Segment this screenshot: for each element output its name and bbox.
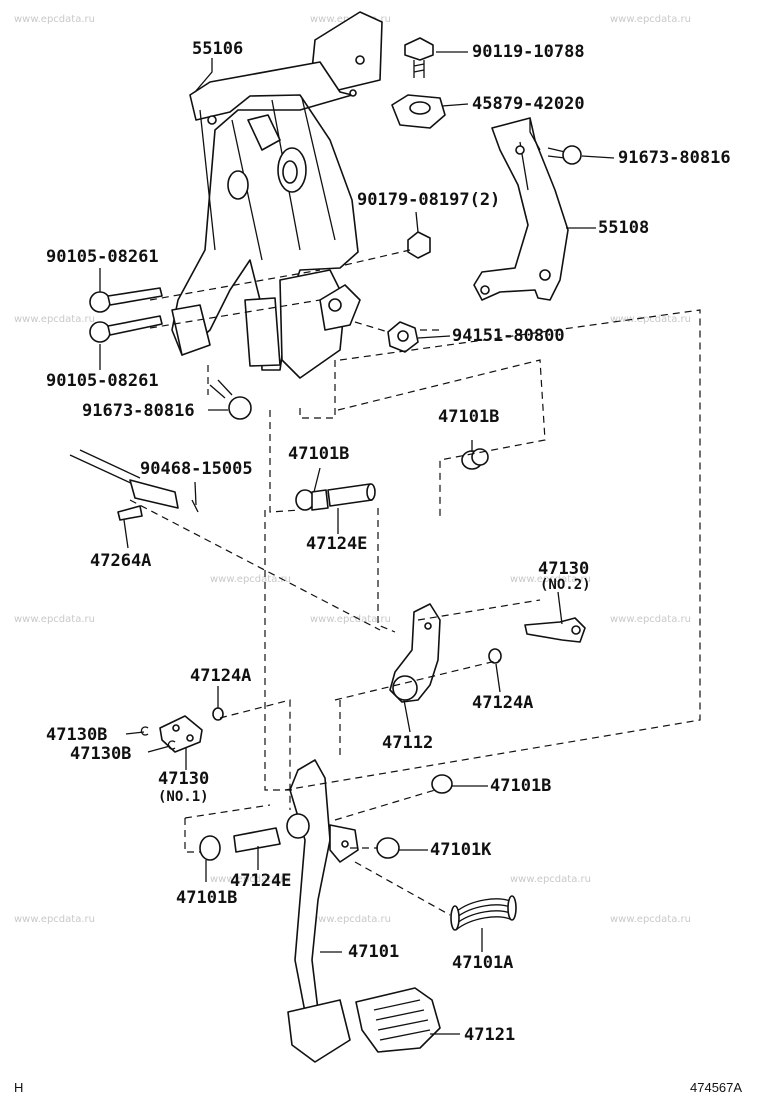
label-47130-no1[interactable]: 47130	[158, 769, 209, 789]
label-47130-no2-sub: (NO.2)	[540, 577, 591, 593]
label-45879-42020[interactable]: 45879-42020	[472, 94, 585, 114]
bracket-55106-drawing	[171, 11, 383, 379]
watermark: www.epcdata.ru	[610, 14, 691, 25]
watermark: www.epcdata.ru	[610, 614, 691, 625]
part-labels: 55106 90119-10788 45879-42020 91673-8081…	[46, 39, 731, 1045]
corner-code-left: H	[14, 1080, 23, 1095]
watermark: www.epcdata.ru	[310, 914, 391, 925]
watermark: www.epcdata.ru	[510, 874, 591, 885]
watermark: www.epcdata.ru	[14, 314, 95, 325]
label-90468-15005[interactable]: 90468-15005	[140, 459, 253, 479]
label-47112[interactable]: 47112	[382, 733, 433, 753]
label-47264A[interactable]: 47264A	[90, 551, 151, 571]
label-47124A-right[interactable]: 47124A	[472, 693, 533, 713]
watermark: www.epcdata.ru	[210, 874, 291, 885]
watermark: www.epcdata.ru	[310, 614, 391, 625]
bolt-90119-drawing	[404, 37, 434, 78]
label-47101A[interactable]: 47101A	[452, 953, 513, 973]
pedal-47101-drawing	[199, 759, 453, 1063]
watermark: www.epcdata.ru	[14, 614, 95, 625]
label-55108[interactable]: 55108	[598, 218, 649, 238]
bolt-91673-bottom-drawing	[209, 379, 252, 420]
label-47101[interactable]: 47101	[348, 942, 399, 962]
bolt-90105-drawing	[89, 287, 163, 343]
bolt-91673-top-drawing	[547, 145, 582, 165]
label-47101B-lower-left[interactable]: 47101B	[176, 888, 237, 908]
corner-code-right: 474567A	[690, 1080, 742, 1095]
label-90105-08261-lower[interactable]: 90105-08261	[46, 371, 159, 391]
label-47124A-left[interactable]: 47124A	[190, 666, 251, 686]
watermark: www.epcdata.ru	[610, 314, 691, 325]
nut-45879-drawing	[391, 94, 446, 129]
watermark: www.epcdata.ru	[14, 14, 95, 25]
label-91673-80816-top[interactable]: 91673-80816	[618, 148, 731, 168]
watermark: www.epcdata.ru	[210, 574, 291, 585]
pin-47264A-drawing	[69, 449, 199, 521]
label-47130-no1-sub: (NO.1)	[158, 789, 209, 805]
bracket-55108-drawing	[473, 117, 569, 301]
pin-47130-no2-drawing	[488, 617, 586, 664]
label-47101K[interactable]: 47101K	[430, 840, 492, 860]
label-90179-08197[interactable]: 90179-08197(2)	[357, 190, 500, 210]
label-91673-80816-bottom[interactable]: 91673-80816	[82, 401, 195, 421]
label-47121[interactable]: 47121	[464, 1025, 515, 1045]
label-47101B-upper-mid[interactable]: 47101B	[288, 444, 349, 464]
watermarks: www.epcdata.ru www.epcdata.ru www.epcdat…	[14, 14, 691, 925]
lever-47112-drawing	[389, 603, 441, 703]
assembly-lines	[129, 249, 701, 916]
pad-47121-drawing	[355, 987, 441, 1053]
spring-47101A-drawing	[450, 895, 517, 931]
label-90105-08261-upper[interactable]: 90105-08261	[46, 247, 159, 267]
label-47101B-right[interactable]: 47101B	[438, 407, 499, 427]
label-47101B-lower-right[interactable]: 47101B	[490, 776, 551, 796]
leader-lines	[99, 51, 615, 1035]
label-47130B-lower[interactable]: 47130B	[70, 744, 131, 764]
watermark: www.epcdata.ru	[14, 914, 95, 925]
nut-94151-drawing	[387, 321, 419, 353]
label-90119-10788[interactable]: 90119-10788	[472, 42, 585, 62]
bushing-47101B-drawing	[295, 448, 489, 511]
plate-47130-no1-drawing	[140, 707, 224, 753]
label-47124E-lower[interactable]: 47124E	[230, 871, 291, 891]
label-55106[interactable]: 55106	[192, 39, 243, 59]
label-94151-80800[interactable]: 94151-80800	[452, 326, 565, 346]
nut-90179-drawing	[407, 231, 431, 259]
watermark: www.epcdata.ru	[510, 574, 591, 585]
label-47124E-upper[interactable]: 47124E	[306, 534, 367, 554]
watermark: www.epcdata.ru	[610, 914, 691, 925]
label-47130-no2[interactable]: 47130	[538, 559, 589, 579]
label-47130B-upper[interactable]: 47130B	[46, 725, 107, 745]
